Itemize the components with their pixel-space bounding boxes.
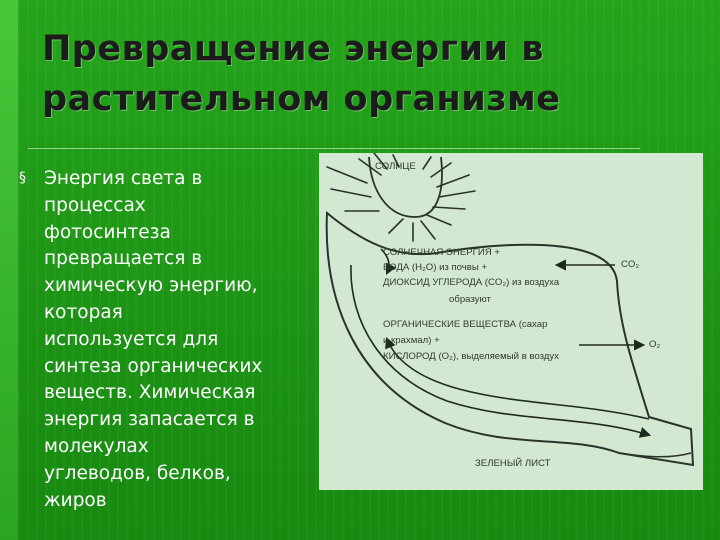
body-line: фотосинтеза bbox=[44, 221, 171, 243]
body-line: процессах bbox=[44, 194, 146, 216]
leaf-outline bbox=[325, 210, 695, 467]
body-line: Энергия света в bbox=[44, 168, 203, 189]
body-line: синтеза органических bbox=[44, 355, 263, 377]
diagram-line: СОЛНЕЧНАЯ ЭНЕРГИЯ + bbox=[383, 247, 500, 258]
body-line: веществ. Химическая bbox=[44, 382, 256, 404]
body-line: углеводов, белков, bbox=[44, 462, 231, 484]
diagram-line: ДИОКСИД УГЛЕРОДА (CO₂) из воздуха bbox=[383, 277, 560, 288]
title-line-2: растительном организме bbox=[42, 79, 561, 119]
body-line: жиров bbox=[44, 489, 107, 511]
title-divider bbox=[28, 148, 640, 149]
left-accent-strip bbox=[0, 0, 18, 540]
body-line: используется для bbox=[44, 328, 219, 350]
diagram-drawing bbox=[325, 153, 695, 467]
diagram-line: ВОДА (H₂O) из почвы + bbox=[383, 262, 488, 273]
sun-rays bbox=[326, 153, 476, 242]
photosynthesis-diagram: СОЛНЦЕ СОЛНЕЧНАЯ ЭНЕРГИЯ + ВОДА (H₂O) из… bbox=[319, 153, 703, 490]
diagram-line: КИСЛОРОД (O₂), выделяемый в воздух bbox=[383, 351, 559, 362]
flow-arrow bbox=[385, 336, 650, 420]
body-line: молекулах bbox=[44, 435, 149, 457]
bullet-text: Энергия света в процессах фотосинтеза пр… bbox=[44, 166, 316, 514]
body-line: превращается в bbox=[44, 248, 203, 270]
o2-label: O₂ bbox=[649, 339, 661, 350]
bullet-icon: § bbox=[19, 170, 26, 186]
body-line: химическую энергию, bbox=[44, 275, 258, 297]
body-line: которая bbox=[44, 301, 123, 323]
leaf-stem bbox=[618, 452, 692, 458]
title-line-1: Превращение энергии в bbox=[42, 29, 544, 69]
diagram-line: образуют bbox=[449, 294, 491, 305]
flow-arrow bbox=[380, 248, 397, 276]
leaf-label: ЗЕЛЕНЫЙ ЛИСТ bbox=[475, 458, 551, 469]
sun-label: СОЛНЦЕ bbox=[375, 161, 416, 172]
sun-disc bbox=[368, 156, 443, 218]
co2-label: CO₂ bbox=[621, 259, 640, 270]
slide-title: Превращение энергии в растительном орган… bbox=[42, 24, 692, 124]
body-line: энергия запасается в bbox=[44, 409, 255, 431]
diagram-line: и крахмал) + bbox=[383, 335, 440, 346]
diagram-line: ОРГАНИЧЕСКИЕ ВЕЩЕСТВА (сахар bbox=[383, 319, 548, 330]
flow-arrow bbox=[350, 264, 652, 438]
